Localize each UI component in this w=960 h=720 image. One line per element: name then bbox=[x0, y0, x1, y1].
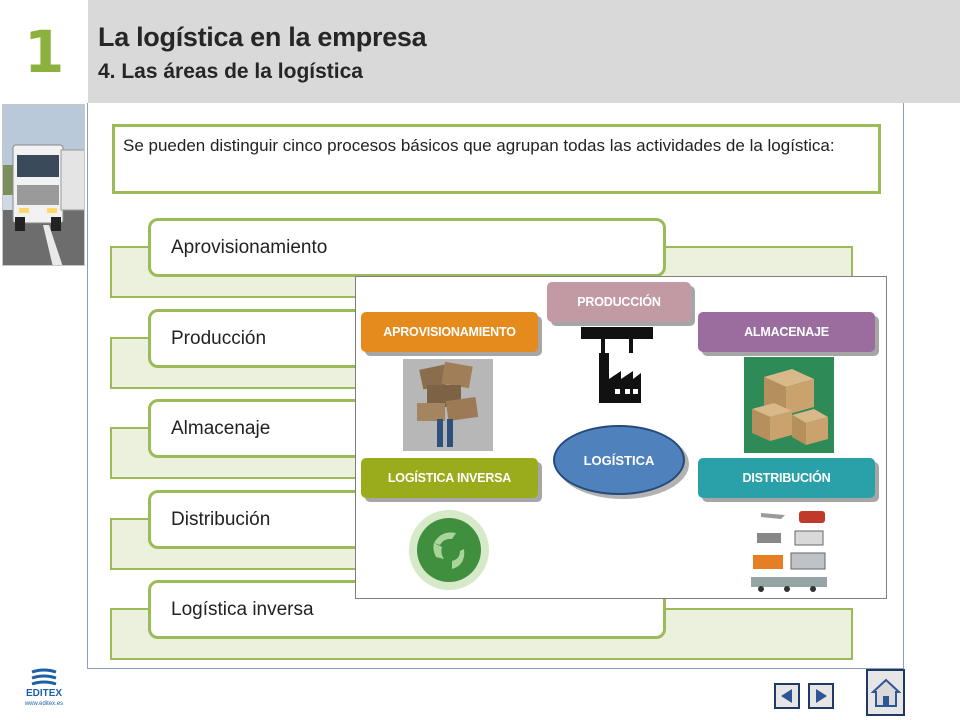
diagram-aprovisionamiento: APROVISIONAMIENTO bbox=[361, 312, 538, 352]
home-icon bbox=[870, 678, 901, 707]
transport-icon bbox=[747, 503, 832, 600]
logo-brand: EDITEX bbox=[25, 688, 63, 699]
intro-text: Se pueden distinguir cinco procesos bási… bbox=[112, 124, 881, 194]
truck-photo bbox=[2, 104, 85, 266]
logistics-diagram: PRODUCCIÓN APROVISIONAMIENTO ALMACENAJE … bbox=[355, 276, 887, 599]
process-label: Aprovisionamiento bbox=[148, 218, 666, 277]
diagram-almacenaje: ALMACENAJE bbox=[698, 312, 875, 352]
header-bar bbox=[0, 0, 960, 103]
diagram-distribucion: DISTRIBUCIÓN bbox=[698, 458, 875, 498]
diagram-produccion: PRODUCCIÓN bbox=[547, 282, 691, 322]
page-title: La logística en la empresa bbox=[98, 22, 427, 52]
chapter-box: 1 bbox=[0, 0, 88, 103]
diagram-center-logistica: LOGÍSTICA bbox=[553, 425, 685, 495]
recycle-globe-icon bbox=[406, 505, 492, 600]
previous-button[interactable] bbox=[774, 683, 800, 709]
logo-url: www.editex.es bbox=[24, 701, 64, 707]
editex-logo: EDITEX www.editex.es bbox=[18, 668, 70, 712]
home-button[interactable] bbox=[866, 669, 905, 716]
content-frame bbox=[87, 103, 904, 669]
factory-icon bbox=[581, 327, 656, 412]
next-button[interactable] bbox=[808, 683, 834, 709]
arrow-right-icon bbox=[816, 689, 827, 703]
chapter-number: 1 bbox=[24, 18, 65, 86]
boxes-icon bbox=[744, 357, 834, 458]
arrow-left-icon bbox=[781, 689, 792, 703]
diagram-logistica-inversa: LOGÍSTICA INVERSA bbox=[361, 458, 538, 498]
page-subtitle: 4. Las áreas de la logística bbox=[98, 60, 363, 83]
boxes-person-icon bbox=[403, 359, 493, 456]
